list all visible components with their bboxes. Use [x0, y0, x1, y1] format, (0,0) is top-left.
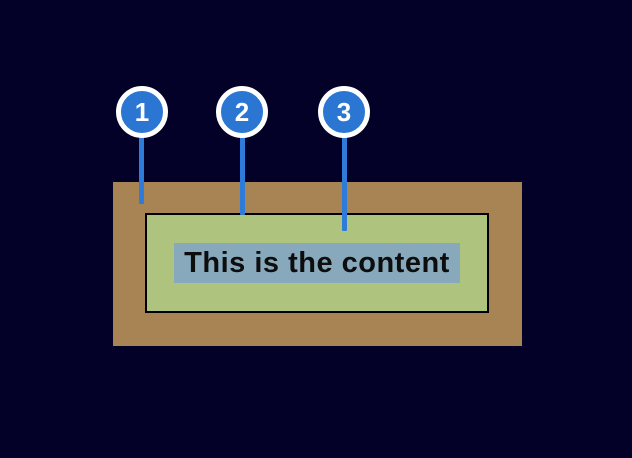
content-text: This is the content — [174, 243, 460, 283]
callout-3-badge: 3 — [318, 86, 370, 138]
callout-1-number: 1 — [134, 96, 150, 127]
callout-2-line — [240, 126, 245, 215]
padding-region-box: This is the content — [145, 213, 489, 313]
callout-1-badge: 1 — [116, 86, 168, 138]
callout-2-badge: 2 — [216, 86, 268, 138]
callout-3-number: 3 — [336, 96, 352, 127]
callout-2-number: 2 — [234, 96, 250, 127]
callout-1-line — [139, 126, 144, 204]
callout-3-line — [342, 126, 347, 231]
